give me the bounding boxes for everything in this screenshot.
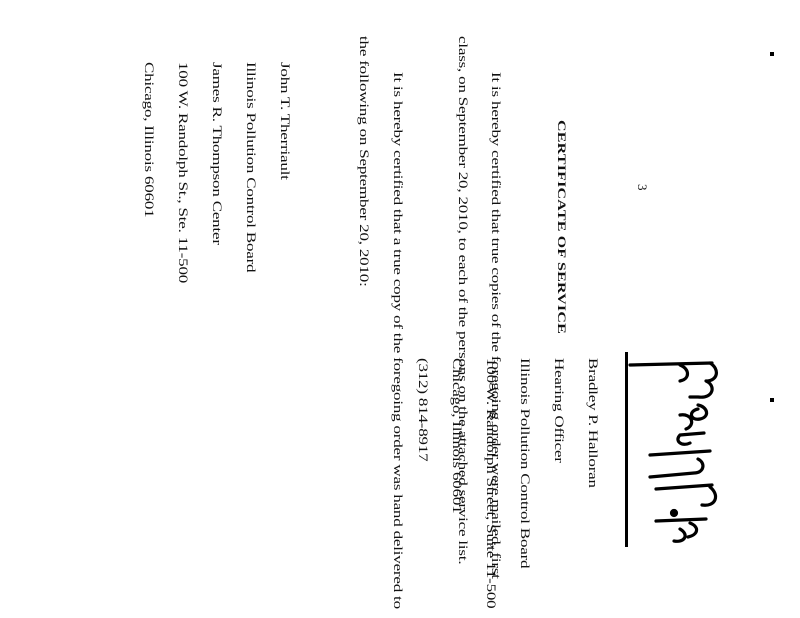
scan-mark (770, 398, 774, 402)
recipient-street: 100 W. Randolph St., Ste. 11-500 (176, 62, 190, 284)
recipient-city: Chicago, Illinois 60601 (142, 62, 156, 218)
signature-line (625, 352, 628, 547)
page-number: 3 (635, 184, 650, 191)
signer-city: Chicago, Illinois 60601 (450, 358, 464, 514)
signer-phone: (312) 814-8917 (416, 358, 430, 462)
paragraph-2-line-1: It is hereby certified that a true copy … (391, 72, 405, 609)
recipient-name: John T. Therriault (278, 62, 292, 180)
signer-title: Hearing Officer (552, 358, 566, 463)
signer-street: 100 W. Randolph Street, Suite 11-500 (484, 358, 498, 609)
recipient-org: Illinois Pollution Control Board (244, 62, 258, 273)
certificate-title: CERTIFICATE OF SERVICE (555, 120, 568, 334)
paragraph-2-line-2: the following on September 20, 2010: (357, 36, 371, 287)
signer-name: Bradley P. Halloran (586, 358, 600, 488)
signer-org: Illinois Pollution Control Board (518, 358, 532, 569)
recipient-building: James R. Thompson Center (210, 62, 224, 245)
handwritten-signature (628, 361, 718, 543)
scan-mark (770, 52, 774, 56)
